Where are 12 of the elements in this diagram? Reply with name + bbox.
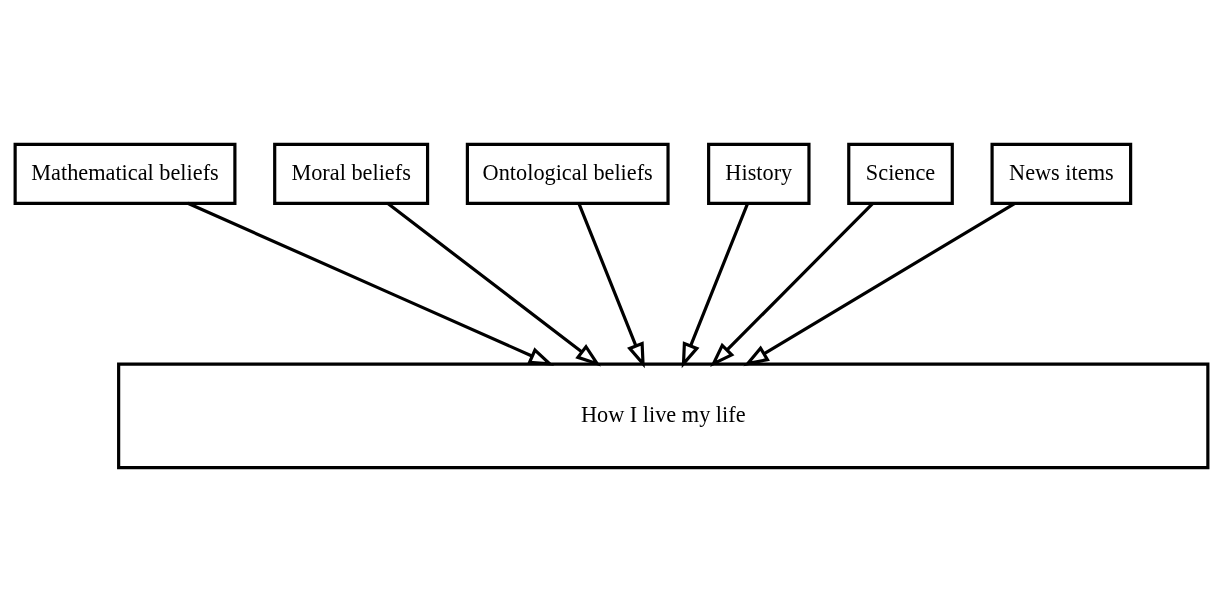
node-box: How I live my life: [117, 362, 1210, 470]
node-box: News items: [990, 142, 1133, 205]
arrow: [681, 202, 750, 369]
arrow: [386, 202, 601, 367]
node-box: History: [707, 142, 811, 205]
node-box: Ontological beliefs: [465, 142, 670, 205]
arrow: [710, 202, 874, 368]
arrow: [187, 201, 555, 366]
node-box: Moral beliefs: [273, 142, 430, 205]
arrow: [577, 202, 645, 369]
node-box: Science: [847, 142, 954, 205]
node-box: Mathematical beliefs: [13, 142, 237, 205]
